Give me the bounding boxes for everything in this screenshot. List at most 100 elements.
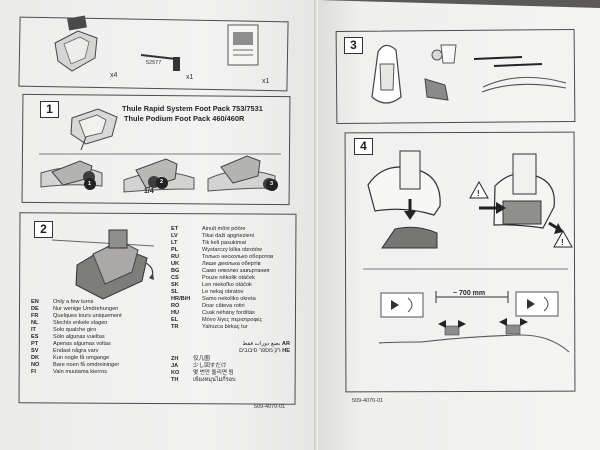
right-language-list: ET Ainult mõni pööre LV Tikai daži apgriez… bbox=[171, 226, 289, 331]
lang-text-it: Solo qualche giro bbox=[53, 327, 97, 333]
lang-code-dk: DK bbox=[31, 355, 40, 361]
quarter-turn-label: 1/4 bbox=[144, 188, 154, 195]
step-2-number: 2 bbox=[34, 221, 53, 238]
lang-text-no: Bare noen få omdreininger bbox=[53, 362, 120, 368]
lang-text-sl: Le nekaj obratov bbox=[202, 289, 244, 295]
lang-text-es: Sólo algunas vueltas bbox=[53, 334, 105, 340]
lang-code-de: DE bbox=[31, 306, 39, 312]
tool-quantity: x1 bbox=[186, 74, 194, 81]
step-1-number: 1 bbox=[40, 101, 59, 118]
step-1-title-line-2: Thule Podium Foot Pack 460/460R bbox=[124, 114, 245, 123]
warning-symbol-1: ! bbox=[477, 189, 480, 198]
lang-code-he: HE bbox=[282, 348, 290, 354]
step-4-spacing-illustration bbox=[363, 268, 570, 353]
lang-code-bg: BG bbox=[171, 268, 180, 274]
lang-text-ja: 少し回すだけ bbox=[193, 363, 227, 369]
lang-text-dk: Kun nogle få omgange bbox=[53, 355, 110, 361]
callout-number-2: 2 bbox=[160, 179, 164, 185]
left-mount-view bbox=[367, 150, 441, 249]
lang-code-pt: PT bbox=[31, 341, 39, 347]
lang-text-hr-bih: Samo nekoliko okreta bbox=[202, 296, 256, 302]
lang-code-sl: SL bbox=[171, 289, 179, 295]
lang-code-lt: LT bbox=[171, 240, 178, 246]
right-mount-view: ! ! bbox=[469, 153, 573, 248]
spacing-distance-label: ~ 700 mm bbox=[453, 290, 486, 297]
lang-code-no: NO bbox=[31, 362, 40, 368]
lang-code-el: EL bbox=[171, 317, 179, 323]
lang-text-pt: Apenas algumas voltas bbox=[53, 341, 111, 347]
lang-code-sk: SK bbox=[171, 282, 179, 288]
lang-text-pl: Wystarczy kilka obrotów bbox=[202, 247, 262, 253]
lang-text-el: Μόνο λίγες περιστροφές bbox=[202, 317, 263, 323]
step-4-mounting-illustration: ! ! bbox=[367, 150, 573, 249]
lang-text-sk: Len niekoľko otáčok bbox=[202, 282, 252, 288]
lang-code-hr-bih: HR/BiH bbox=[171, 296, 191, 302]
lang-text-fr: Quelques tours uniquement bbox=[53, 313, 122, 319]
lang-text-de: Nur wenige Umdrehungen bbox=[53, 306, 119, 312]
right-page-number: 509-4070-01 bbox=[352, 398, 384, 404]
lang-code-ro: RO bbox=[171, 303, 180, 309]
lang-text-lt: Tik keli pasukimai bbox=[202, 240, 246, 246]
lang-code-th: TH bbox=[171, 377, 179, 383]
lang-code-zh: ZH bbox=[171, 356, 179, 362]
parts-illustrations bbox=[54, 15, 259, 72]
lang-text-et: Ainult mõni pööre bbox=[202, 226, 246, 232]
step-3-number: 3 bbox=[344, 37, 363, 54]
callout-number-1: 1 bbox=[88, 181, 92, 187]
lang-code-ko: KO bbox=[171, 370, 180, 376]
foot-pack-illustration bbox=[54, 15, 98, 72]
lang-text-en: Only a few turns bbox=[53, 299, 94, 305]
ear-hint-left bbox=[380, 292, 424, 318]
roof-bars bbox=[473, 56, 567, 93]
left-page-number: 509-4070-01 bbox=[254, 404, 286, 410]
lang-text-nl: Slechts enkele slagen bbox=[53, 320, 108, 326]
step-1-illustrations bbox=[39, 108, 281, 193]
ear-hint-right bbox=[515, 291, 559, 317]
lang-text-he: רק מספר סיבובים bbox=[239, 348, 281, 354]
lang-text-ru: Только несколько оборотов bbox=[202, 254, 274, 260]
lang-code-fi: FI bbox=[31, 369, 36, 375]
lang-text-tr: Yalnızca birkaç tur bbox=[202, 324, 248, 330]
step-2-illustration bbox=[51, 229, 155, 300]
lang-text-hu: Csak néhány fordítás bbox=[202, 310, 255, 316]
small-part-label: 52577 bbox=[146, 60, 162, 66]
adjustment-drawing-3 bbox=[207, 155, 276, 192]
lang-text-ro: Doar câteva rotiri bbox=[202, 303, 245, 309]
lang-code-lv: LV bbox=[171, 233, 178, 239]
lang-code-cs: CS bbox=[171, 275, 179, 281]
lang-code-nl: NL bbox=[31, 320, 39, 326]
lang-code-uk: UK bbox=[171, 261, 180, 267]
step-1-title-line-1: Thule Rapid System Foot Pack 753/7531 bbox=[122, 104, 263, 113]
manual-card-illustration bbox=[227, 24, 259, 66]
lang-code-pl: PL bbox=[171, 247, 179, 253]
tool-illustration bbox=[140, 54, 180, 71]
lang-text-lv: Tikai daži apgriezieni bbox=[202, 233, 255, 239]
rtl-language-list: بضع دورات فقط AR רק מספר סיבובים HE bbox=[220, 341, 290, 355]
lang-text-ko: 몇 번만 돌리면 됨 bbox=[193, 370, 234, 376]
lang-code-sv: SV bbox=[31, 348, 39, 354]
lang-code-it: IT bbox=[31, 327, 36, 333]
lang-text-fi: Vain muutama kierros bbox=[53, 369, 107, 375]
roof-foot-right bbox=[499, 318, 528, 335]
foot-pack-quantity: x4 bbox=[110, 72, 118, 79]
roof-foot-left bbox=[438, 320, 466, 336]
lang-code-ar: AR bbox=[281, 341, 290, 347]
lang-code-tr: TR bbox=[171, 324, 179, 330]
lang-code-es: ES bbox=[31, 334, 39, 340]
lang-text-zh: 仅几圈 bbox=[193, 356, 210, 362]
lang-code-et: ET bbox=[171, 226, 179, 232]
step-4-number: 4 bbox=[354, 138, 373, 155]
callout-number-3: 3 bbox=[270, 181, 274, 187]
car-top-view bbox=[371, 44, 402, 104]
lang-code-ru: RU bbox=[171, 254, 180, 260]
left-manual-page bbox=[0, 0, 318, 450]
lang-text-cs: Pouze několik otáček bbox=[202, 275, 255, 281]
foot-overview-drawing bbox=[70, 108, 118, 151]
lang-text-uk: Лише декілька обертів bbox=[202, 261, 261, 267]
lang-code-ja: JA bbox=[171, 363, 179, 369]
lang-code-fr: FR bbox=[31, 313, 39, 319]
lang-code-hu: HU bbox=[171, 310, 180, 316]
warning-symbol-2: ! bbox=[561, 238, 564, 247]
